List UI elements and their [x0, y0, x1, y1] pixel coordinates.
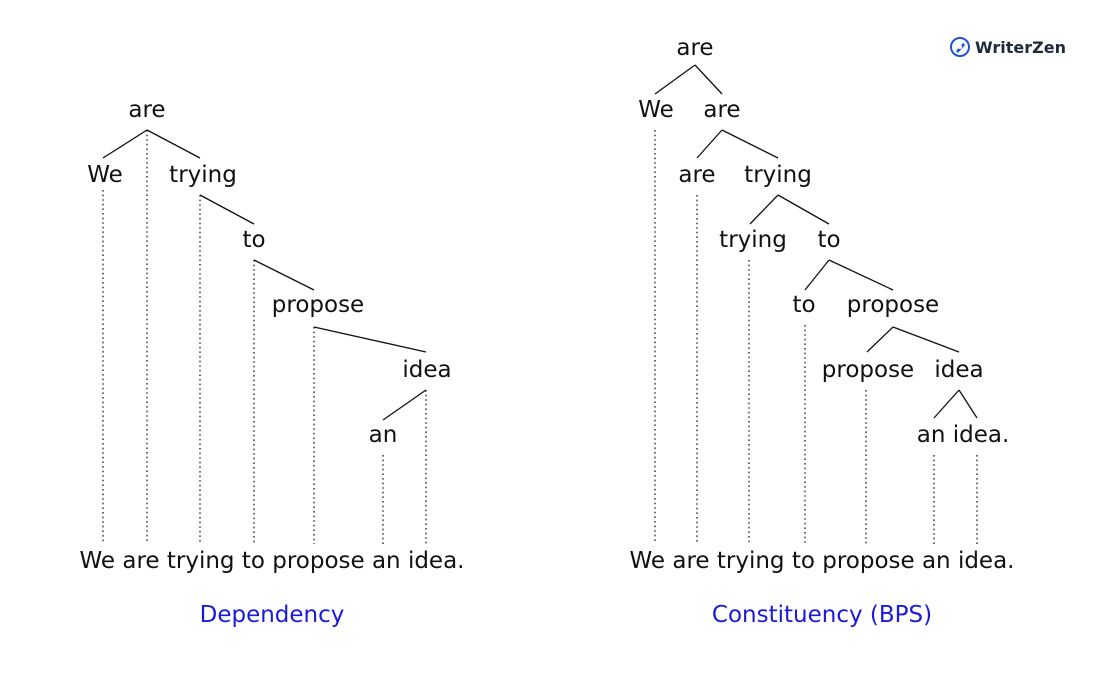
- con-edge-propose-proposehead: [866, 326, 894, 353]
- con-node-trying-head: trying: [719, 227, 787, 253]
- logo-text: WriterZen: [975, 38, 1066, 57]
- con-node-to-phrase: to: [817, 227, 840, 253]
- con-edge-root-we: [654, 64, 696, 95]
- dep-edge-trying-to: [199, 194, 255, 225]
- con-node-idea-phrase: idea: [934, 357, 983, 383]
- con-edge-idea-an: [933, 389, 960, 419]
- con-node-are-head: are: [678, 162, 715, 188]
- con-edge-trying-tryinghead: [749, 194, 779, 225]
- con-edge-are-arehead: [696, 129, 723, 159]
- con-node-root-are: are: [676, 35, 713, 61]
- con-node-trying-phrase: trying: [744, 162, 812, 188]
- con-edge-propose-idea: [892, 326, 960, 353]
- writerzen-logo: WriterZen: [950, 37, 1066, 57]
- dep-node-an: an: [369, 422, 398, 448]
- con-node-propose-phrase: propose: [847, 292, 939, 318]
- dep-caption: Dependency: [200, 602, 345, 628]
- constituency-tree: are We are are trying trying to to propo…: [630, 35, 1015, 628]
- dep-node-propose: propose: [272, 292, 364, 318]
- con-node-we: We: [638, 97, 674, 123]
- con-edge-are-trying: [721, 129, 779, 159]
- dep-node-we: We: [87, 162, 123, 188]
- con-node-to-head: to: [792, 292, 815, 318]
- dep-edge-idea-an: [382, 389, 427, 421]
- con-caption: Constituency (BPS): [712, 602, 932, 628]
- dep-edge-propose-idea: [313, 326, 427, 353]
- dependency-tree: are We trying to propose idea an We are …: [80, 97, 465, 628]
- con-edge-to-propose: [828, 259, 894, 291]
- dep-edge-are-trying: [146, 129, 201, 159]
- writerzen-pen-icon: [950, 37, 970, 57]
- dep-sentence: We are trying to propose an idea.: [80, 548, 465, 574]
- dep-node-to: to: [242, 227, 265, 253]
- con-edge-root-are: [694, 64, 723, 95]
- dep-edge-to-propose: [253, 259, 315, 291]
- dep-node-trying: trying: [169, 162, 237, 188]
- con-sentence: We are trying to propose an idea.: [630, 548, 1015, 574]
- con-node-are-phrase: are: [703, 97, 740, 123]
- con-edge-to-tohead: [804, 259, 830, 291]
- dep-node-idea: idea: [402, 357, 451, 383]
- con-edge-idea-idea: [958, 389, 978, 419]
- con-node-propose-head: propose: [822, 357, 914, 383]
- dep-edge-are-we: [102, 129, 148, 159]
- con-node-an-idea: an idea.: [917, 422, 1010, 448]
- dep-node-are: are: [128, 97, 165, 123]
- con-edge-trying-to: [777, 194, 830, 225]
